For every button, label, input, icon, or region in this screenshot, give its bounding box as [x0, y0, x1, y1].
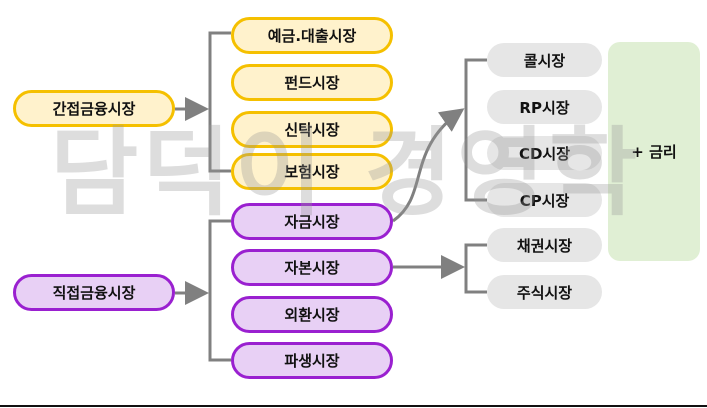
label: 간접금융시장 — [52, 100, 136, 118]
label: 펀드시장 — [284, 74, 340, 92]
label: 주식시장 — [516, 283, 573, 302]
trust-market: 신탁시장 — [231, 111, 393, 148]
label: 자본시장 — [284, 259, 340, 277]
money-bracket — [464, 58, 487, 202]
direct-bracket — [208, 219, 231, 362]
label: 보험시장 — [284, 163, 340, 181]
label: 신탁시장 — [284, 121, 340, 139]
forex-market: 외환시장 — [231, 296, 393, 333]
fund-market: 펀드시장 — [231, 64, 393, 101]
indirect-finance-market: 간접금융시장 — [13, 90, 175, 127]
interest-rate-panel: + 금리 — [608, 42, 700, 261]
call-market: 콜시장 — [487, 43, 602, 77]
derivatives-market: 파생시장 — [231, 342, 393, 379]
rp-market: RP시장 — [487, 90, 602, 124]
bottom-divider — [0, 405, 707, 407]
cd-market: CD시장 — [487, 136, 602, 170]
label: 채권시장 — [516, 236, 573, 255]
insurance-market: 보험시장 — [231, 153, 393, 190]
interest-label: + 금리 — [631, 143, 677, 161]
direct-finance-market: 직접금융시장 — [13, 274, 175, 311]
label: 자금시장 — [284, 213, 340, 231]
capital-bracket — [464, 243, 487, 294]
cp-market: CP시장 — [487, 183, 602, 217]
bond-market: 채권시장 — [487, 228, 602, 262]
label: 외환시장 — [284, 306, 340, 324]
label: CP시장 — [519, 191, 570, 210]
indirect-bracket — [208, 31, 231, 173]
money-market: 자금시장 — [231, 203, 393, 240]
label: 콜시장 — [523, 51, 566, 70]
label: 예금.대출시장 — [267, 27, 357, 45]
label: 직접금융시장 — [52, 284, 136, 302]
money-arrow — [392, 108, 465, 223]
label: RP시장 — [519, 98, 570, 117]
label: CD시장 — [518, 144, 571, 163]
label: 파생시장 — [284, 352, 340, 370]
deposit-loan-market: 예금.대출시장 — [231, 17, 393, 54]
stock-market: 주식시장 — [487, 275, 602, 309]
capital-market: 자본시장 — [231, 249, 393, 286]
